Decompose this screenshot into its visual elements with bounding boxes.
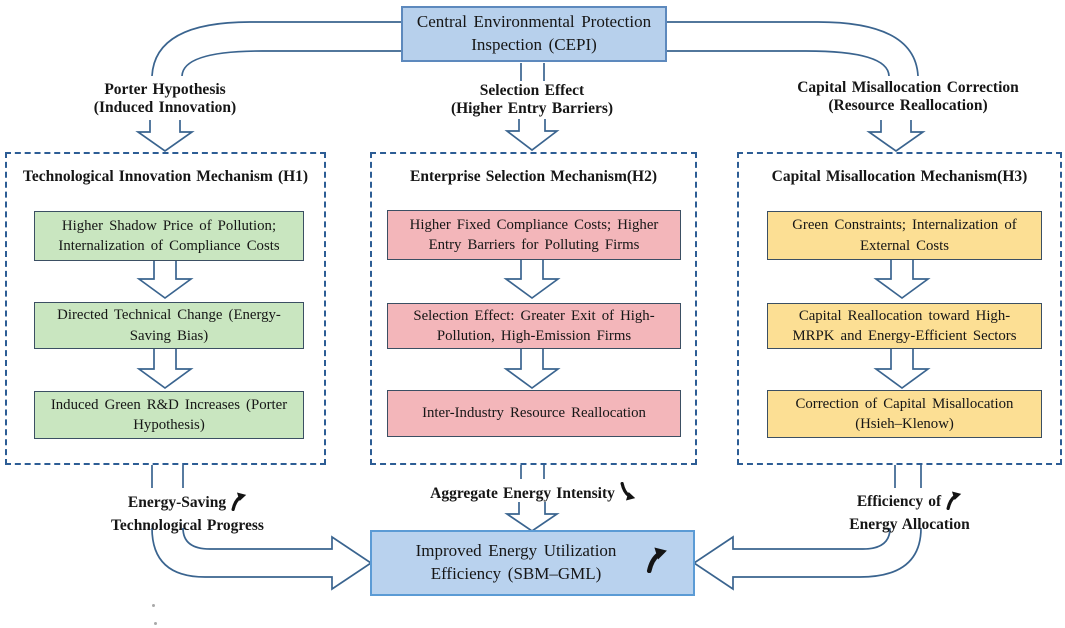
arrow-down-left-open — [135, 120, 195, 153]
flow-label-selection-effect: Selection Effect (Higher Entry Barriers) — [407, 82, 657, 119]
panel-capital-misallocation-h3: Capital Misallocation Mechanism(H3) Gree… — [737, 152, 1062, 465]
step-box-h3-2: Capital Reallocation toward High-MRPK an… — [767, 303, 1042, 349]
arrow-down-right-open — [866, 120, 926, 153]
connector-panel3-down-pipe — [894, 465, 922, 488]
flow-label-capital-misallocation: Capital Misallocation Correction (Resour… — [770, 79, 1046, 116]
stray-dot — [152, 604, 155, 607]
outcome-energy-saving-progress: Energy-Saving Technological Progress — [90, 491, 285, 535]
trend-up-icon — [645, 546, 668, 580]
flow-label-line1: Selection Effect — [479, 82, 585, 99]
flow-label-line2: (Induced Innovation) — [93, 99, 237, 117]
curved-arrow-left-to-box — [151, 527, 373, 591]
flow-label-line2: (Resource Reallocation) — [828, 97, 988, 115]
improved-energy-efficiency-box: Improved Energy Utilization Efficiency (… — [370, 530, 695, 596]
outcome-line2: Energy Allocation — [849, 515, 970, 533]
connector-top-right-inner — [666, 50, 890, 77]
curved-arrow-right-to-box — [692, 527, 922, 591]
trend-up-icon — [945, 490, 962, 516]
panel-enterprise-selection-h2: Enterprise Selection Mechanism(H2) Highe… — [370, 152, 697, 465]
step-box-h1-2: Directed Technical Change (Energy-Saving… — [34, 302, 304, 349]
step-box-h2-3: Inter-Industry Resource Reallocation — [387, 390, 681, 437]
panel-title-h1: Technological Innovation Mechanism (H1) — [22, 168, 309, 185]
flow-label-line2: (Higher Entry Barriers) — [450, 100, 614, 118]
flow-label-porter-hypothesis: Porter Hypothesis (Induced Innovation) — [40, 81, 290, 118]
step-box-h3-3: Correction of Capital Misallocation (Hsi… — [767, 390, 1042, 438]
panel-title-h2: Enterprise Selection Mechanism(H2) — [410, 168, 657, 185]
connector-panel1-down-pipe — [151, 465, 184, 488]
panel-title-h3: Capital Misallocation Mechanism(H3) — [771, 168, 1028, 185]
step-box-h2-1: Higher Fixed Compliance Costs; Higher En… — [387, 210, 681, 260]
trend-down-icon — [619, 481, 636, 508]
arrow-down-middle-open — [504, 119, 560, 152]
bottom-box-label: Improved Energy Utilization Efficiency (… — [415, 541, 617, 583]
connector-top-right-outer — [666, 21, 919, 77]
outcome-line2: Technological Progress — [111, 516, 264, 534]
step-box-h2-2: Selection Effect: Greater Exit of High-P… — [387, 303, 681, 349]
step-box-h1-3: Induced Green R&D Increases (Porter Hypo… — [34, 391, 304, 439]
cepi-box: Central Environmental Protection Inspect… — [401, 6, 667, 62]
trend-up-icon — [230, 491, 247, 517]
connector-panel2-down-pipe — [520, 465, 545, 479]
connector-cepi-down-pipe — [520, 63, 545, 81]
outcome-line1: Energy-Saving — [127, 494, 227, 511]
outcome-line1: Efficiency of — [856, 493, 942, 510]
outcome-text: Aggregate Energy Intensity — [430, 485, 615, 502]
stray-dot — [154, 622, 157, 625]
connector-top-left-outer — [151, 21, 402, 77]
cepi-box-label: Central Environmental Protection Inspect… — [416, 12, 652, 54]
step-box-h1-1: Higher Shadow Price of Pollution; Intern… — [34, 211, 304, 261]
outcome-aggregate-energy-intensity: Aggregate Energy Intensity — [408, 481, 658, 508]
connector-top-left-inner — [181, 50, 402, 77]
step-box-h3-1: Green Constraints; Internalization of Ex… — [767, 211, 1042, 260]
flow-label-line1: Porter Hypothesis — [104, 81, 226, 98]
panel-technological-innovation-h1: Technological Innovation Mechanism (H1) … — [5, 152, 326, 465]
outcome-efficiency-energy-allocation: Efficiency of Energy Allocation — [822, 490, 997, 534]
flow-label-line1: Capital Misallocation Correction — [797, 79, 1019, 96]
